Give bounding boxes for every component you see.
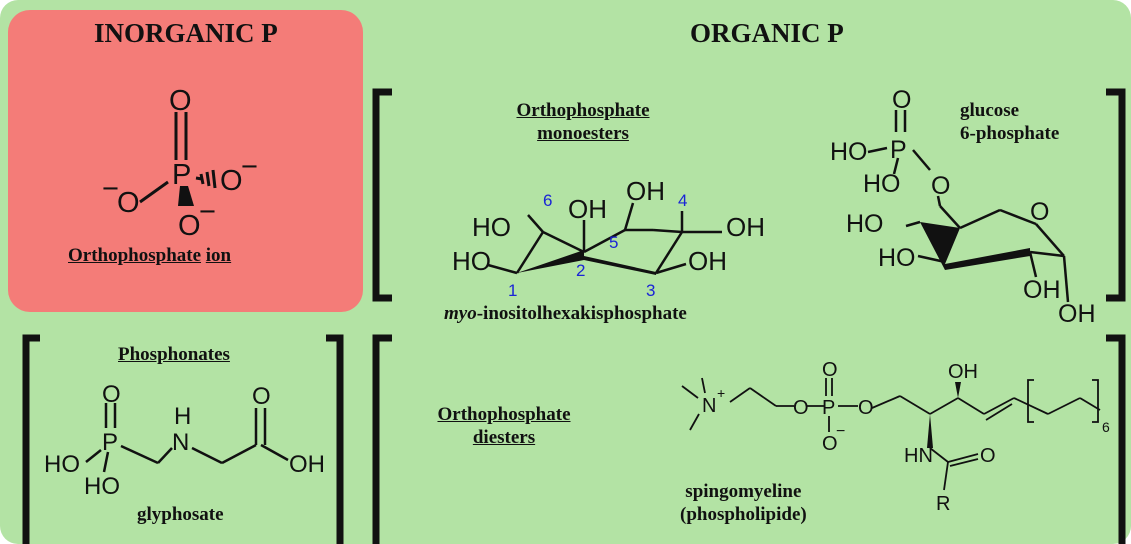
g6p-ho-4: HO [878,244,916,272]
glyphosate-oh: OH [289,451,325,478]
sm-minus: − [836,423,845,440]
ion-minus-bottom: − [199,196,216,228]
diesters-label-line2: diesters [472,427,536,448]
glyphosate-p: P [102,429,118,456]
glyphosate-label: glyphosate [137,504,224,525]
sm-hn: HN [904,445,933,467]
sm-o-1: O [793,397,809,419]
inositol-structure [487,202,722,275]
diesters-label: Orthophosphate diesters [414,403,594,449]
inositol-oh-2: OH [568,194,607,224]
ion-label-word1: Orthophosphate [68,245,202,266]
inositol-num-1: 1 [508,281,517,300]
sm-o-2: O [858,397,874,419]
g6p-oh-6: OH [1058,300,1096,328]
ion-label-word2: ion [205,245,232,266]
sm-o-minus: O [822,433,838,455]
ion-o-left: O [117,187,140,219]
sm-r: R [936,493,950,515]
monoesters-label: Orthophosphate monoesters [493,99,673,145]
inositol-num-6: 6 [543,191,552,210]
ion-o-bottom: O [178,210,201,242]
sm-n-plus: + [717,385,725,401]
glucose-label-line2: 6-phosphate [960,123,1060,144]
diester-left-bracket [372,334,392,544]
g6p-ho-3: HO [846,210,884,238]
phosphonates-label: Phosphonates [118,344,230,365]
orthophosphate-ion-label: Orthophosphate ion [68,244,231,267]
orthophosphate-ion-structure [139,112,217,206]
inositol-num-3: 3 [646,281,655,300]
brackets [22,88,1126,544]
sm-subscript-6: 6 [1102,419,1110,435]
glucose-wedge [920,222,1030,270]
sm-p: P [822,397,835,419]
sm-oh: OH [948,361,978,383]
inorganic-heading: INORGANIC P [94,18,278,48]
sm-o-double: O [822,359,838,381]
inositol-oh-4: OH [726,212,765,242]
g6p-o-top: O [892,86,911,114]
g6p-ho-1: HO [830,138,868,166]
inositol-ho-6: HO [472,212,511,242]
g6p-o-link: O [931,172,950,200]
monoesters-label-line1: Orthophosphate [516,100,650,121]
inositol-num-5: 5 [609,233,618,252]
organic-heading: ORGANIC P [690,18,844,48]
g6p-ho-2: HO [863,170,901,198]
inositol-caption-italic: myo [444,303,477,324]
diester-right-bracket [1106,334,1126,544]
glucose-structure [867,110,1070,303]
glyphosate-ho-1: HO [44,451,80,478]
inorganic-p-panel [8,10,363,312]
g6p-ring-o: O [1030,198,1049,226]
g6p-oh-5: OH [1023,276,1061,304]
g6p-p: P [890,136,907,164]
sm-o-amide: O [980,445,996,467]
ion-minus-left: − [102,173,119,205]
inositol-caption-rest: -inositolhexakisphosphate [476,303,687,324]
inositol-wedge [517,250,656,275]
phosphonate-left-bracket [22,334,40,544]
glyphosate-o-carbonyl: O [252,383,271,410]
glyphosate-n: N [172,429,189,456]
glyphosate-h: H [174,403,191,430]
glyphosate-structure [85,403,289,473]
sphingomyelin-hash [955,382,961,398]
inositol-num-4: 4 [678,191,687,210]
monoesters-label-line2: monoesters [537,123,629,144]
glucose-6-phosphate-label: glucose 6-phosphate [960,99,1059,145]
sphingomyelin-label-line1: spingomyeline [685,481,802,502]
inositol-num-2: 2 [576,261,585,280]
ion-o-right: O [220,165,243,197]
sm-n: N [702,395,716,417]
glyphosate-o-top: O [102,381,121,408]
ion-p: P [172,159,191,191]
inositol-oh-3: OH [688,246,727,276]
sphingomyelin-label: spingomyeline (phospholipide) [680,480,807,526]
glyphosate-ho-2: HO [84,473,120,500]
sphingomyelin-structure [681,377,1101,491]
monoester-right-bracket [1106,88,1126,302]
monoester-left-bracket [372,88,392,302]
sphingomyelin-wedge [927,414,933,448]
inositol-oh-5: OH [626,176,665,206]
inositol-caption: myo-inositolhexakisphosphate [444,302,687,325]
ion-o-top: O [169,85,192,117]
glucose-label-line1: glucose [960,100,1020,121]
inositol-ho-1: HO [452,246,491,276]
sphingomyelin-label-line2: (phospholipide) [680,504,807,525]
diesters-label-line1: Orthophosphate [437,404,571,425]
ion-minus-right: − [241,151,258,183]
phosphonate-right-bracket [326,334,344,544]
